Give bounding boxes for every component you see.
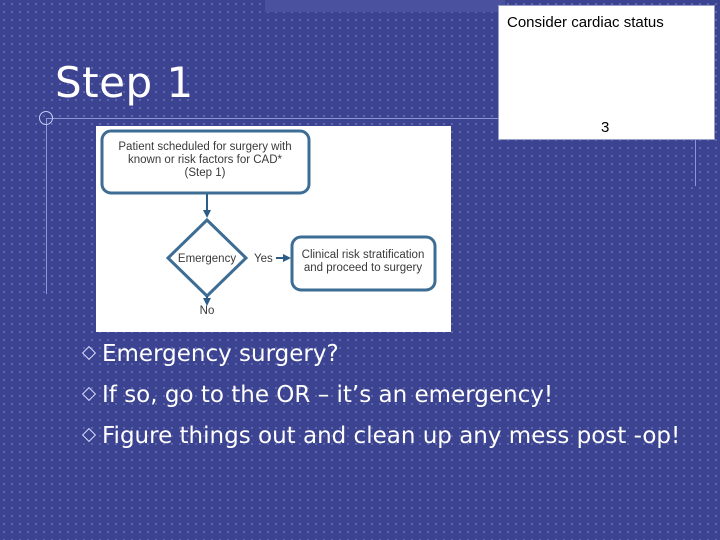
start-box — [100, 129, 311, 195]
right-decor-line — [695, 140, 696, 186]
bullet-text: Figure things out and clean up any mess … — [102, 423, 681, 449]
bullet-diamond-icon — [81, 427, 97, 443]
bullet-diamond-icon — [81, 345, 97, 361]
yes-label: Yes — [254, 253, 273, 265]
top-decor-bar — [265, 0, 505, 12]
decor-circle — [39, 111, 53, 125]
outcome-box-line-2: and proceed to surgery — [304, 262, 423, 274]
bullet-list: Emergency surgery? If so, go to the OR –… — [80, 340, 700, 450]
bullet-item: Emergency surgery? — [80, 340, 700, 368]
note-text: Consider cardiac status — [507, 14, 664, 31]
decision-label: Emergency — [178, 253, 236, 265]
bullet-item: Figure things out and clean up any mess … — [80, 422, 700, 450]
start-box-line-3: (Step 1) — [185, 167, 226, 179]
title-underline — [46, 118, 666, 119]
note-number: 3 — [601, 119, 610, 136]
bullet-text: If so, go to the OR – it’s an emergency! — [102, 382, 554, 408]
flowchart: Patient scheduled for surgery with known… — [100, 129, 437, 317]
bullet-diamond-icon — [81, 386, 97, 402]
start-box-line-2: known or risk factors for CAD* — [128, 154, 283, 166]
note-box: Consider cardiac status 3 — [498, 5, 715, 140]
left-decor-line — [46, 118, 47, 294]
slide-title: Step 1 — [55, 58, 194, 107]
outcome-box — [290, 235, 437, 292]
bullet-text: Emergency surgery? — [102, 341, 339, 367]
start-box-line-1: Patient scheduled for surgery with — [118, 141, 291, 153]
flowchart-image: Patient scheduled for surgery with known… — [96, 126, 451, 332]
bullet-item: If so, go to the OR – it’s an emergency! — [80, 381, 700, 409]
no-label: No — [200, 305, 215, 317]
outcome-box-line-1: Clinical risk stratification — [302, 249, 425, 261]
